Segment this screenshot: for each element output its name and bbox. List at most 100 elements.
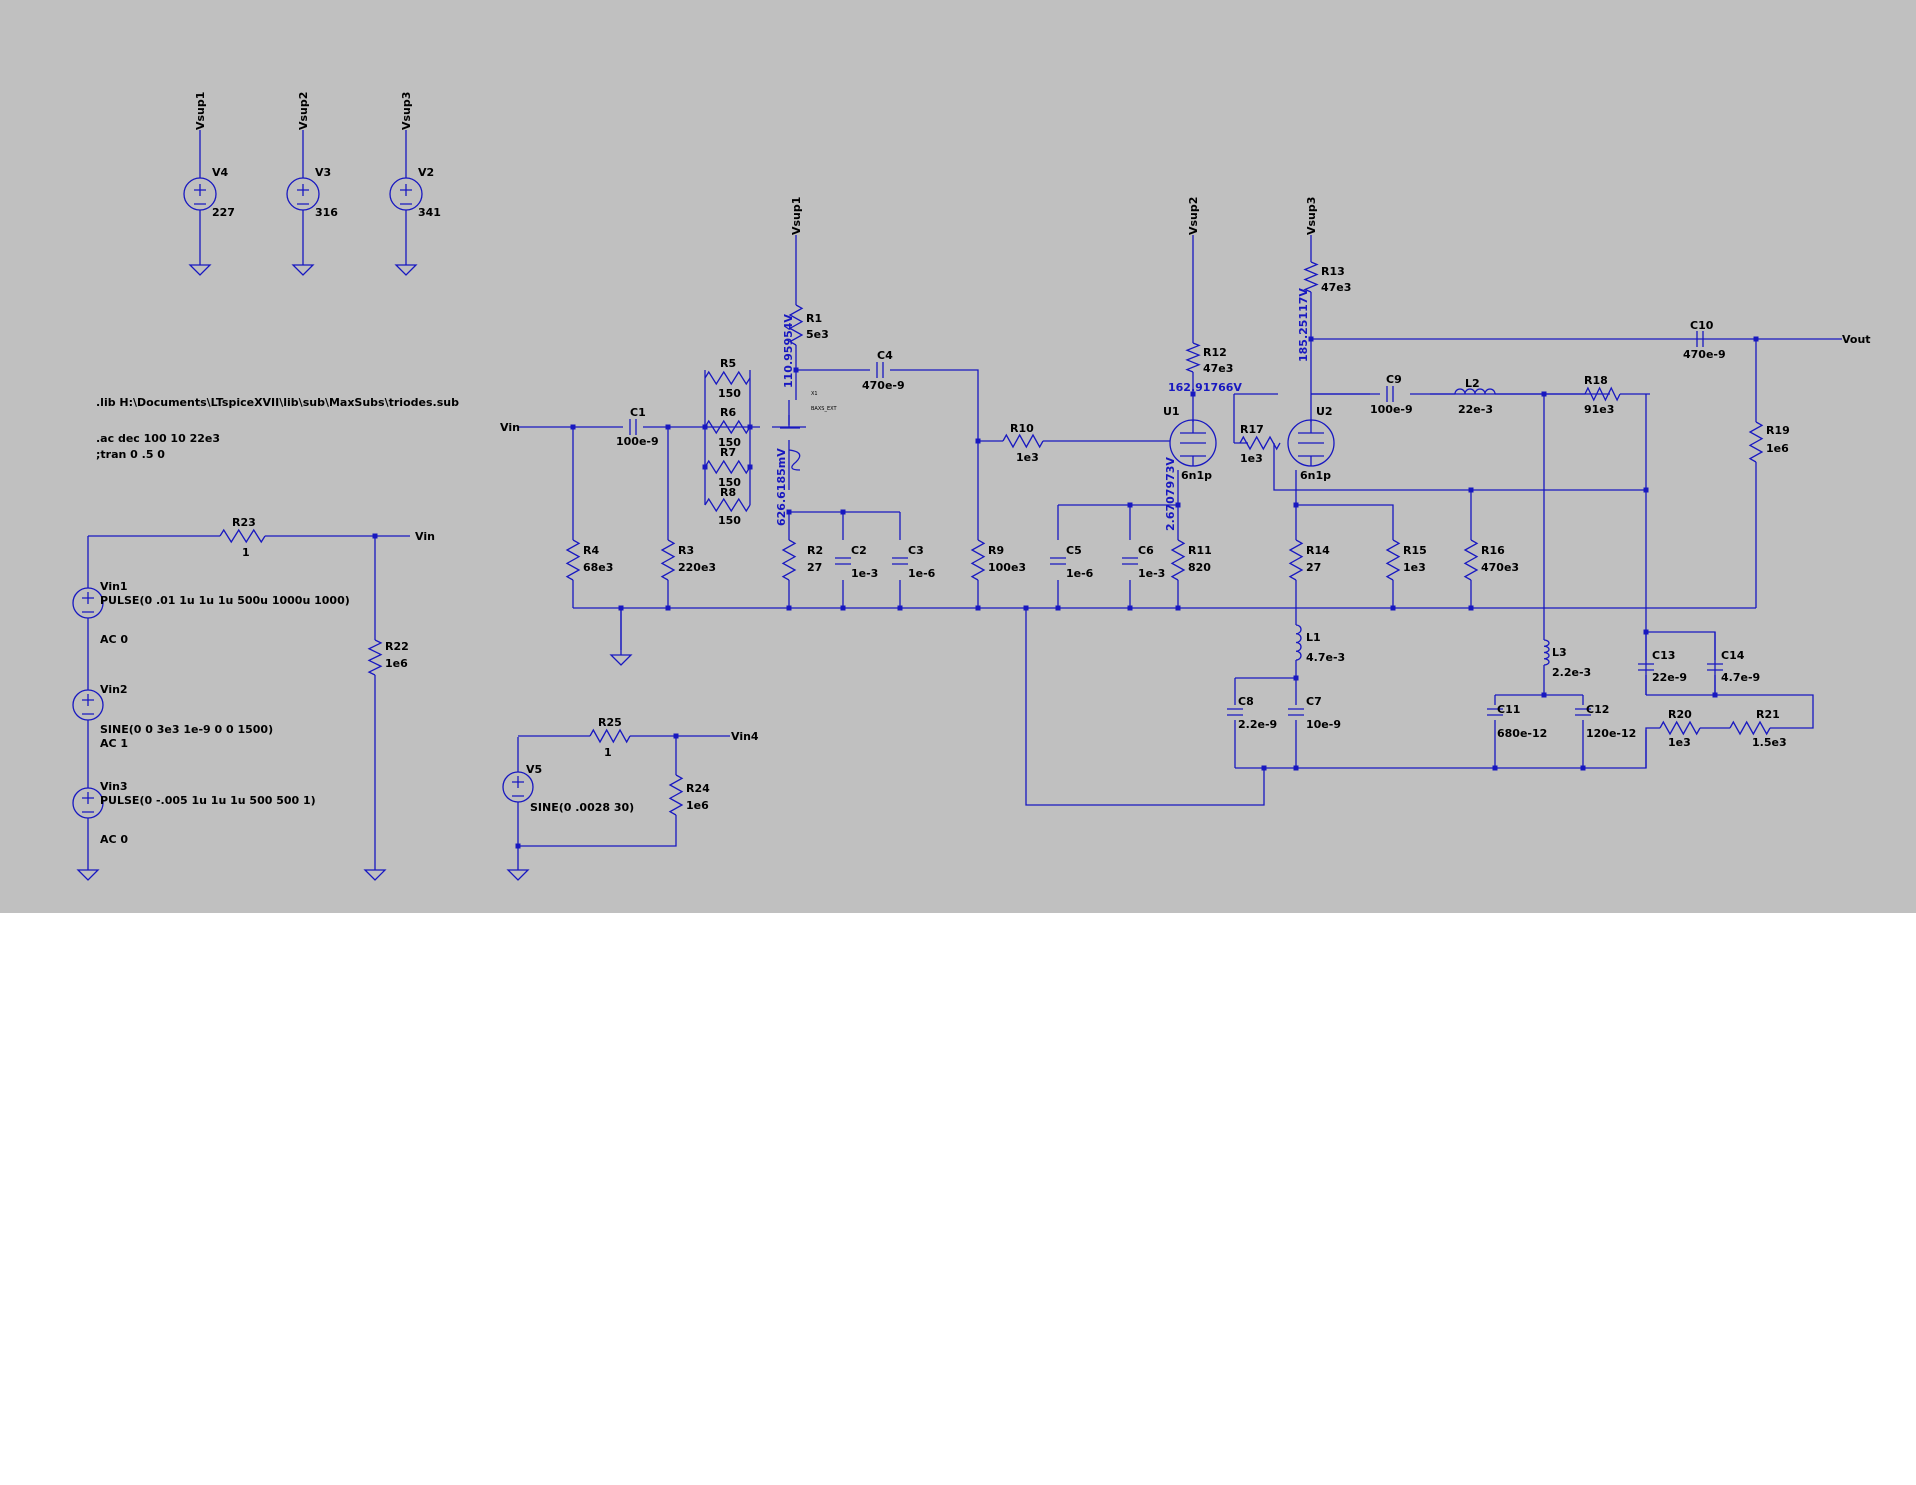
vin3-name: Vin3 bbox=[100, 780, 128, 793]
voltage-source-vin1-symbol bbox=[72, 587, 104, 619]
voltage-source-v4-symbol bbox=[183, 177, 217, 211]
net-label-vsup1-r1: Vsup1 bbox=[790, 197, 803, 235]
c9-value: 100e-9 bbox=[1370, 403, 1413, 416]
capacitor-c11 bbox=[1487, 708, 1503, 716]
vin3-value: PULSE(0 -.005 1u 1u 1u 500 500 1) bbox=[100, 794, 316, 807]
r9-value: 100e3 bbox=[988, 561, 1026, 574]
net-label-vin-2: Vin bbox=[415, 530, 435, 543]
u1-model: 6n1p bbox=[1181, 469, 1212, 482]
resistor-r19 bbox=[1748, 421, 1764, 463]
c12-name: C12 bbox=[1586, 703, 1609, 716]
voltage-source-vin3-symbol bbox=[72, 787, 104, 819]
resistor-r5 bbox=[704, 370, 751, 386]
l2-name: L2 bbox=[1465, 377, 1480, 390]
junction-dot bbox=[1492, 765, 1498, 771]
voltage-source-v2-symbol bbox=[389, 177, 423, 211]
r7-value: 150 bbox=[718, 476, 741, 489]
resistor-r16 bbox=[1463, 539, 1479, 581]
r3-value: 220e3 bbox=[678, 561, 716, 574]
junction-dot bbox=[793, 367, 799, 373]
resistor-r4 bbox=[565, 539, 581, 581]
junction-dot bbox=[1293, 765, 1299, 771]
l3-value: 2.2e-3 bbox=[1552, 666, 1591, 679]
resistor-r1 bbox=[788, 304, 804, 346]
resistor-r11 bbox=[1170, 539, 1186, 581]
junction-dot bbox=[1055, 605, 1061, 611]
schematic-canvas[interactable]: Vsup1 Vsup2 Vsup3 Vsup1 Vsup2 Vsup3 Vin … bbox=[0, 0, 1916, 913]
c11-name: C11 bbox=[1497, 703, 1520, 716]
tube-u2-symbol bbox=[1287, 419, 1335, 467]
junction-dot bbox=[372, 533, 378, 539]
vin1-name: Vin1 bbox=[100, 580, 128, 593]
r6-name: R6 bbox=[720, 406, 736, 419]
r10-value: 1e3 bbox=[1016, 451, 1039, 464]
r22-value: 1e6 bbox=[385, 657, 408, 670]
c2-value: 1e-3 bbox=[851, 567, 878, 580]
capacitor-c10 bbox=[1696, 331, 1704, 347]
r17-value: 1e3 bbox=[1240, 452, 1263, 465]
r2-name: R2 bbox=[807, 544, 823, 557]
voltage-probe-cathode-1: 626.6185mV bbox=[775, 448, 788, 526]
r21-value: 1.5e3 bbox=[1752, 736, 1787, 749]
junction-dot bbox=[1175, 502, 1181, 508]
c11-value: 680e-12 bbox=[1497, 727, 1547, 740]
junction-dot bbox=[1127, 605, 1133, 611]
junction-dot bbox=[1712, 692, 1718, 698]
r3-name: R3 bbox=[678, 544, 694, 557]
capacitor-c4 bbox=[876, 362, 884, 378]
vin2-name: Vin2 bbox=[100, 683, 128, 696]
voltage-source-v3-symbol bbox=[286, 177, 320, 211]
l1-name: L1 bbox=[1306, 631, 1321, 644]
c1-name: C1 bbox=[630, 406, 646, 419]
r5-value: 150 bbox=[718, 387, 741, 400]
voltage-source-v5-symbol bbox=[502, 771, 534, 803]
capacitor-c6 bbox=[1122, 557, 1138, 565]
junction-dot bbox=[840, 605, 846, 611]
v5-value: SINE(0 .0028 30) bbox=[530, 801, 634, 814]
c6-name: C6 bbox=[1138, 544, 1154, 557]
junction-dot bbox=[673, 733, 679, 739]
c7-value: 10e-9 bbox=[1306, 718, 1341, 731]
x1-model: BAXS_EXT bbox=[811, 406, 837, 412]
vin3-ac: AC 0 bbox=[100, 833, 128, 846]
inductor-l2 bbox=[1454, 388, 1496, 395]
r15-value: 1e3 bbox=[1403, 561, 1426, 574]
r25-name: R25 bbox=[598, 716, 622, 729]
junction-dot bbox=[840, 509, 846, 515]
capacitor-c12 bbox=[1575, 708, 1591, 716]
capacitor-c14 bbox=[1707, 663, 1723, 671]
resistor-r21 bbox=[1729, 720, 1771, 736]
voltage-probe-r13-plate: 185.25117V bbox=[1297, 288, 1310, 362]
net-label-vin4: Vin4 bbox=[731, 730, 759, 743]
junction-dot bbox=[975, 438, 981, 444]
net-label-vsup2: Vsup2 bbox=[297, 92, 310, 130]
c14-name: C14 bbox=[1721, 649, 1745, 662]
inductor-l1 bbox=[1295, 624, 1302, 661]
r11-value: 820 bbox=[1188, 561, 1211, 574]
voltage-source-vin2-symbol bbox=[72, 689, 104, 721]
c13-name: C13 bbox=[1652, 649, 1675, 662]
r21-name: R21 bbox=[1756, 708, 1780, 721]
vin2-ac: AC 1 bbox=[100, 737, 128, 750]
v2-name: V2 bbox=[418, 166, 434, 179]
r14-value: 27 bbox=[1306, 561, 1321, 574]
junction-dot bbox=[570, 424, 576, 430]
resistor-r3 bbox=[660, 539, 676, 581]
vin1-value: PULSE(0 .01 1u 1u 1u 500u 1000u 1000) bbox=[100, 594, 350, 607]
c1-value: 100e-9 bbox=[616, 435, 659, 448]
r15-name: R15 bbox=[1403, 544, 1427, 557]
junction-dot bbox=[1643, 487, 1649, 493]
c5-name: C5 bbox=[1066, 544, 1082, 557]
resistor-r14 bbox=[1288, 539, 1304, 581]
resistor-r8 bbox=[704, 497, 751, 513]
c5-value: 1e-6 bbox=[1066, 567, 1094, 580]
junction-dot bbox=[1190, 391, 1196, 397]
junction-dot bbox=[1127, 502, 1133, 508]
capacitor-c9 bbox=[1386, 386, 1394, 402]
r5-name: R5 bbox=[720, 357, 736, 370]
junction-dot bbox=[1643, 629, 1649, 635]
resistor-r7 bbox=[704, 459, 751, 475]
voltage-probe-u1-plate: 162.91766V bbox=[1168, 381, 1242, 394]
r20-value: 1e3 bbox=[1668, 736, 1691, 749]
junction-dot bbox=[1390, 605, 1396, 611]
